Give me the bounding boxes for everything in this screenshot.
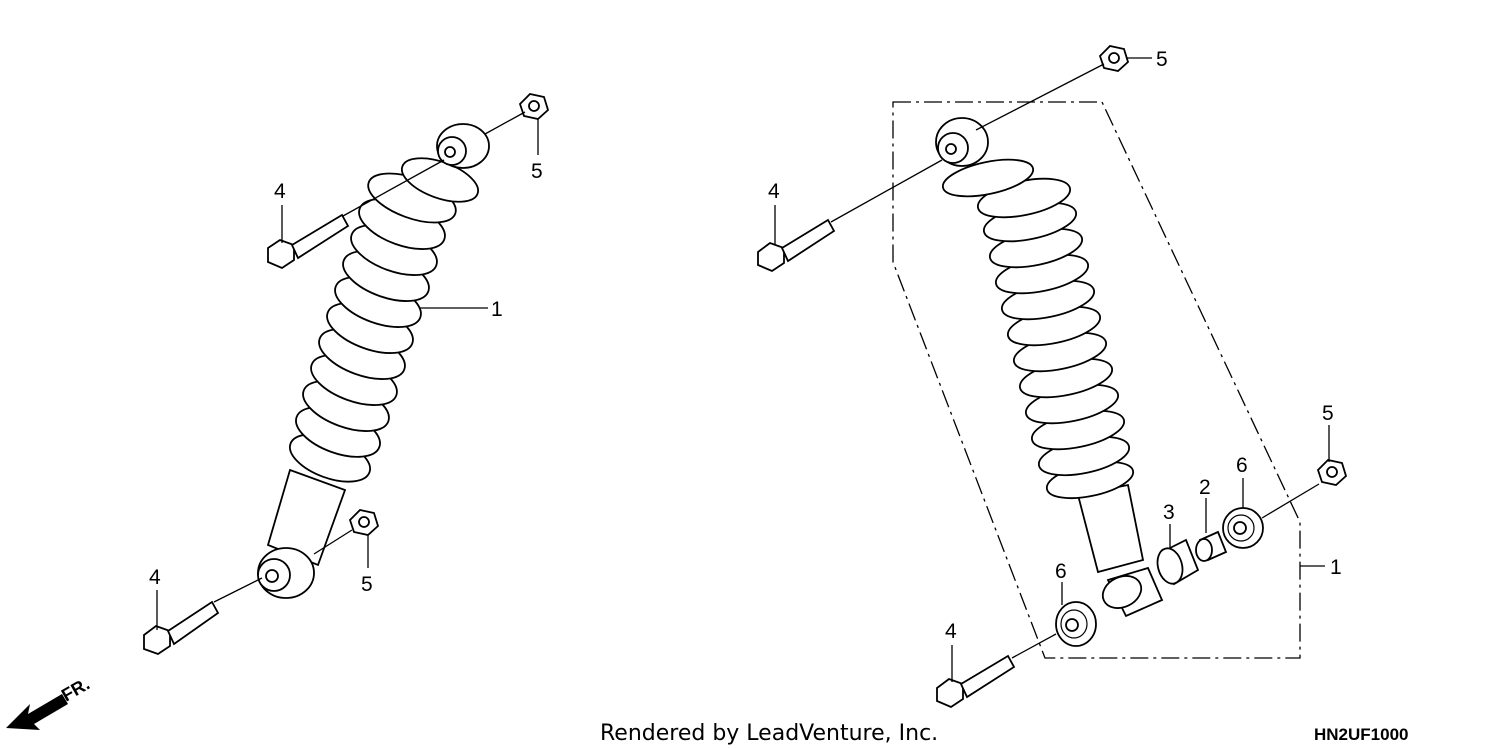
left-damper-body bbox=[266, 468, 347, 567]
rendered-by-caption: Rendered by LeadVenture, Inc. bbox=[600, 721, 938, 746]
left-top-bolt[interactable] bbox=[267, 213, 350, 270]
assembly-outline bbox=[892, 101, 1301, 659]
left-leader-lines bbox=[156, 111, 539, 630]
callout-left-shock: 1 bbox=[491, 298, 503, 321]
right-side-seal[interactable] bbox=[1222, 507, 1264, 549]
callout-right-collar: 2 bbox=[1199, 476, 1211, 499]
right-upper-seat bbox=[941, 158, 1035, 198]
right-collar[interactable] bbox=[1195, 530, 1228, 562]
front-direction-indicator: FR. bbox=[6, 674, 93, 730]
right-bottom-bolt[interactable] bbox=[936, 654, 1016, 709]
left-bottom-nut[interactable] bbox=[348, 509, 380, 536]
front-arrow-icon bbox=[6, 694, 68, 730]
callout-right-nut-side: 5 bbox=[1322, 402, 1334, 425]
right-top-nut[interactable] bbox=[1098, 45, 1130, 72]
callout-left-nut-top: 5 bbox=[531, 160, 543, 183]
callout-right-bolt-bottom: 4 bbox=[945, 620, 957, 643]
right-side-nut[interactable] bbox=[1316, 459, 1348, 486]
left-bottom-bolt[interactable] bbox=[143, 600, 220, 655]
right-bottom-seal[interactable] bbox=[1055, 601, 1097, 647]
right-spring bbox=[976, 177, 1135, 500]
right-damper-body bbox=[1076, 483, 1145, 574]
right-upper-eye bbox=[935, 117, 989, 167]
right-lower-eye bbox=[1101, 566, 1164, 618]
callout-right-assembly: 1 bbox=[1330, 556, 1342, 579]
left-top-nut[interactable] bbox=[518, 93, 550, 120]
left-upper-eye bbox=[436, 123, 490, 169]
right-shock-absorber[interactable] bbox=[935, 117, 1164, 618]
callout-right-seal-bottom: 6 bbox=[1055, 560, 1067, 583]
callout-left-nut-bottom: 5 bbox=[361, 573, 373, 596]
left-shock-absorber[interactable] bbox=[257, 123, 490, 599]
right-top-bolt[interactable] bbox=[757, 218, 836, 273]
callout-left-bolt-top: 4 bbox=[274, 180, 286, 203]
callout-right-bearing: 3 bbox=[1163, 501, 1175, 524]
callout-right-bolt-top: 4 bbox=[768, 180, 780, 203]
left-lower-eye bbox=[257, 547, 315, 599]
callout-left-bolt-bottom: 4 bbox=[149, 566, 161, 589]
callout-right-seal-side: 6 bbox=[1236, 454, 1248, 477]
right-bearing[interactable] bbox=[1154, 538, 1200, 586]
right-leader-lines bbox=[774, 57, 1330, 682]
left-spring bbox=[289, 172, 457, 483]
callout-right-nut-top: 5 bbox=[1156, 48, 1168, 71]
diagram-code: HN2UF1000 bbox=[1314, 725, 1409, 744]
